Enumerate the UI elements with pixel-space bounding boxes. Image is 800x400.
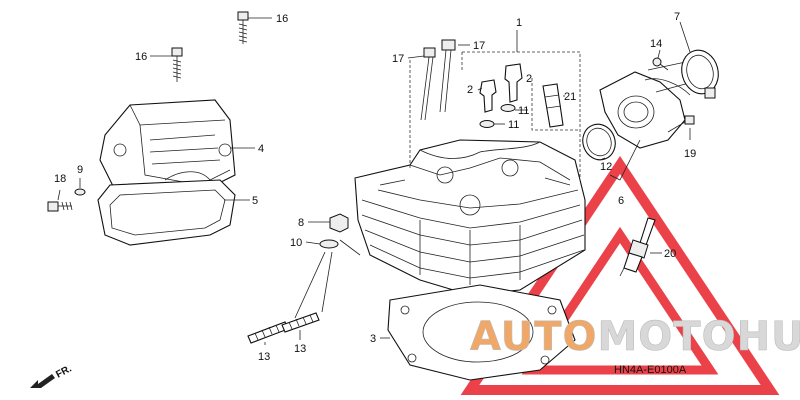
callout-16a: 16: [135, 51, 147, 63]
intake-bolt: [667, 115, 695, 133]
direction-label: FR.: [54, 363, 74, 380]
watermark-text-hub: HUB: [737, 314, 800, 360]
callout-14: 14: [650, 38, 662, 50]
callout-18: 18: [54, 173, 66, 185]
callout-6: 6: [618, 195, 624, 207]
watermark-text-moto: MOTO: [598, 314, 737, 360]
callout-8: 8: [298, 217, 304, 229]
callout-17b: 17: [473, 40, 485, 52]
cover-bolt: [171, 47, 183, 82]
valve-seal-a: [500, 104, 516, 112]
side-bolt: [47, 201, 73, 212]
clamp-screw: [652, 57, 669, 71]
diagram-code: HN4A-E0100A: [614, 364, 687, 376]
callout-10: 10: [290, 237, 302, 249]
callout-4: 4: [258, 143, 264, 155]
watermark-text-auto: AUTO: [470, 314, 598, 360]
callout-11a: 11: [518, 105, 529, 117]
callout-labels: 1 2 2 3 4 5 6 7 8 9 10 11 11 12 13 13 14…: [54, 11, 696, 363]
cap-nut: [329, 213, 349, 233]
callout-13b: 13: [294, 343, 306, 355]
cylinder-head: [354, 139, 586, 296]
callout-21: 21: [564, 91, 576, 103]
intake-pipe: [599, 59, 701, 149]
hose-clamp: [681, 49, 719, 99]
callout-19: 19: [684, 148, 696, 160]
long-bolt-right: [439, 39, 456, 113]
dowel-pin: [542, 83, 564, 128]
valve-seal-b: [479, 120, 495, 128]
watermark-text: AUTOMOTOHUB: [470, 314, 800, 360]
callout-5: 5: [252, 195, 258, 207]
callout-9: 9: [77, 164, 83, 176]
callout-17a: 17: [392, 53, 404, 65]
callout-3: 3: [370, 333, 376, 345]
leader-lines: [57, 17, 691, 345]
callout-11b: 11: [508, 119, 519, 131]
sealing-washer: [74, 188, 86, 196]
front-direction-arrow: [30, 374, 55, 388]
watermark-triangle: [460, 155, 780, 395]
stud-bolt-right: [281, 312, 320, 333]
valve-guide-left: [479, 79, 497, 113]
cover-gasket: [97, 179, 236, 246]
valve-guide-right: [504, 63, 523, 103]
callout-2a: 2: [467, 84, 473, 96]
long-bolt-left: [420, 47, 436, 121]
callout-20: 20: [664, 248, 676, 260]
callout-1: 1: [516, 17, 522, 29]
o-ring: [582, 123, 616, 161]
callout-16b: 16: [276, 13, 288, 25]
cylinder-head-cover: [99, 99, 236, 201]
callout-13a: 13: [258, 351, 270, 363]
callout-12: 12: [600, 161, 612, 173]
watermark-triangle-inner: [521, 226, 719, 375]
head-gasket: [387, 284, 576, 381]
top-stud-bolt: [237, 11, 249, 44]
watermark-triangle-outer: [460, 155, 780, 395]
callout-7: 7: [674, 11, 680, 23]
callout-2b: 2: [526, 73, 532, 85]
spark-plug: [619, 217, 656, 277]
washer: [319, 239, 339, 249]
